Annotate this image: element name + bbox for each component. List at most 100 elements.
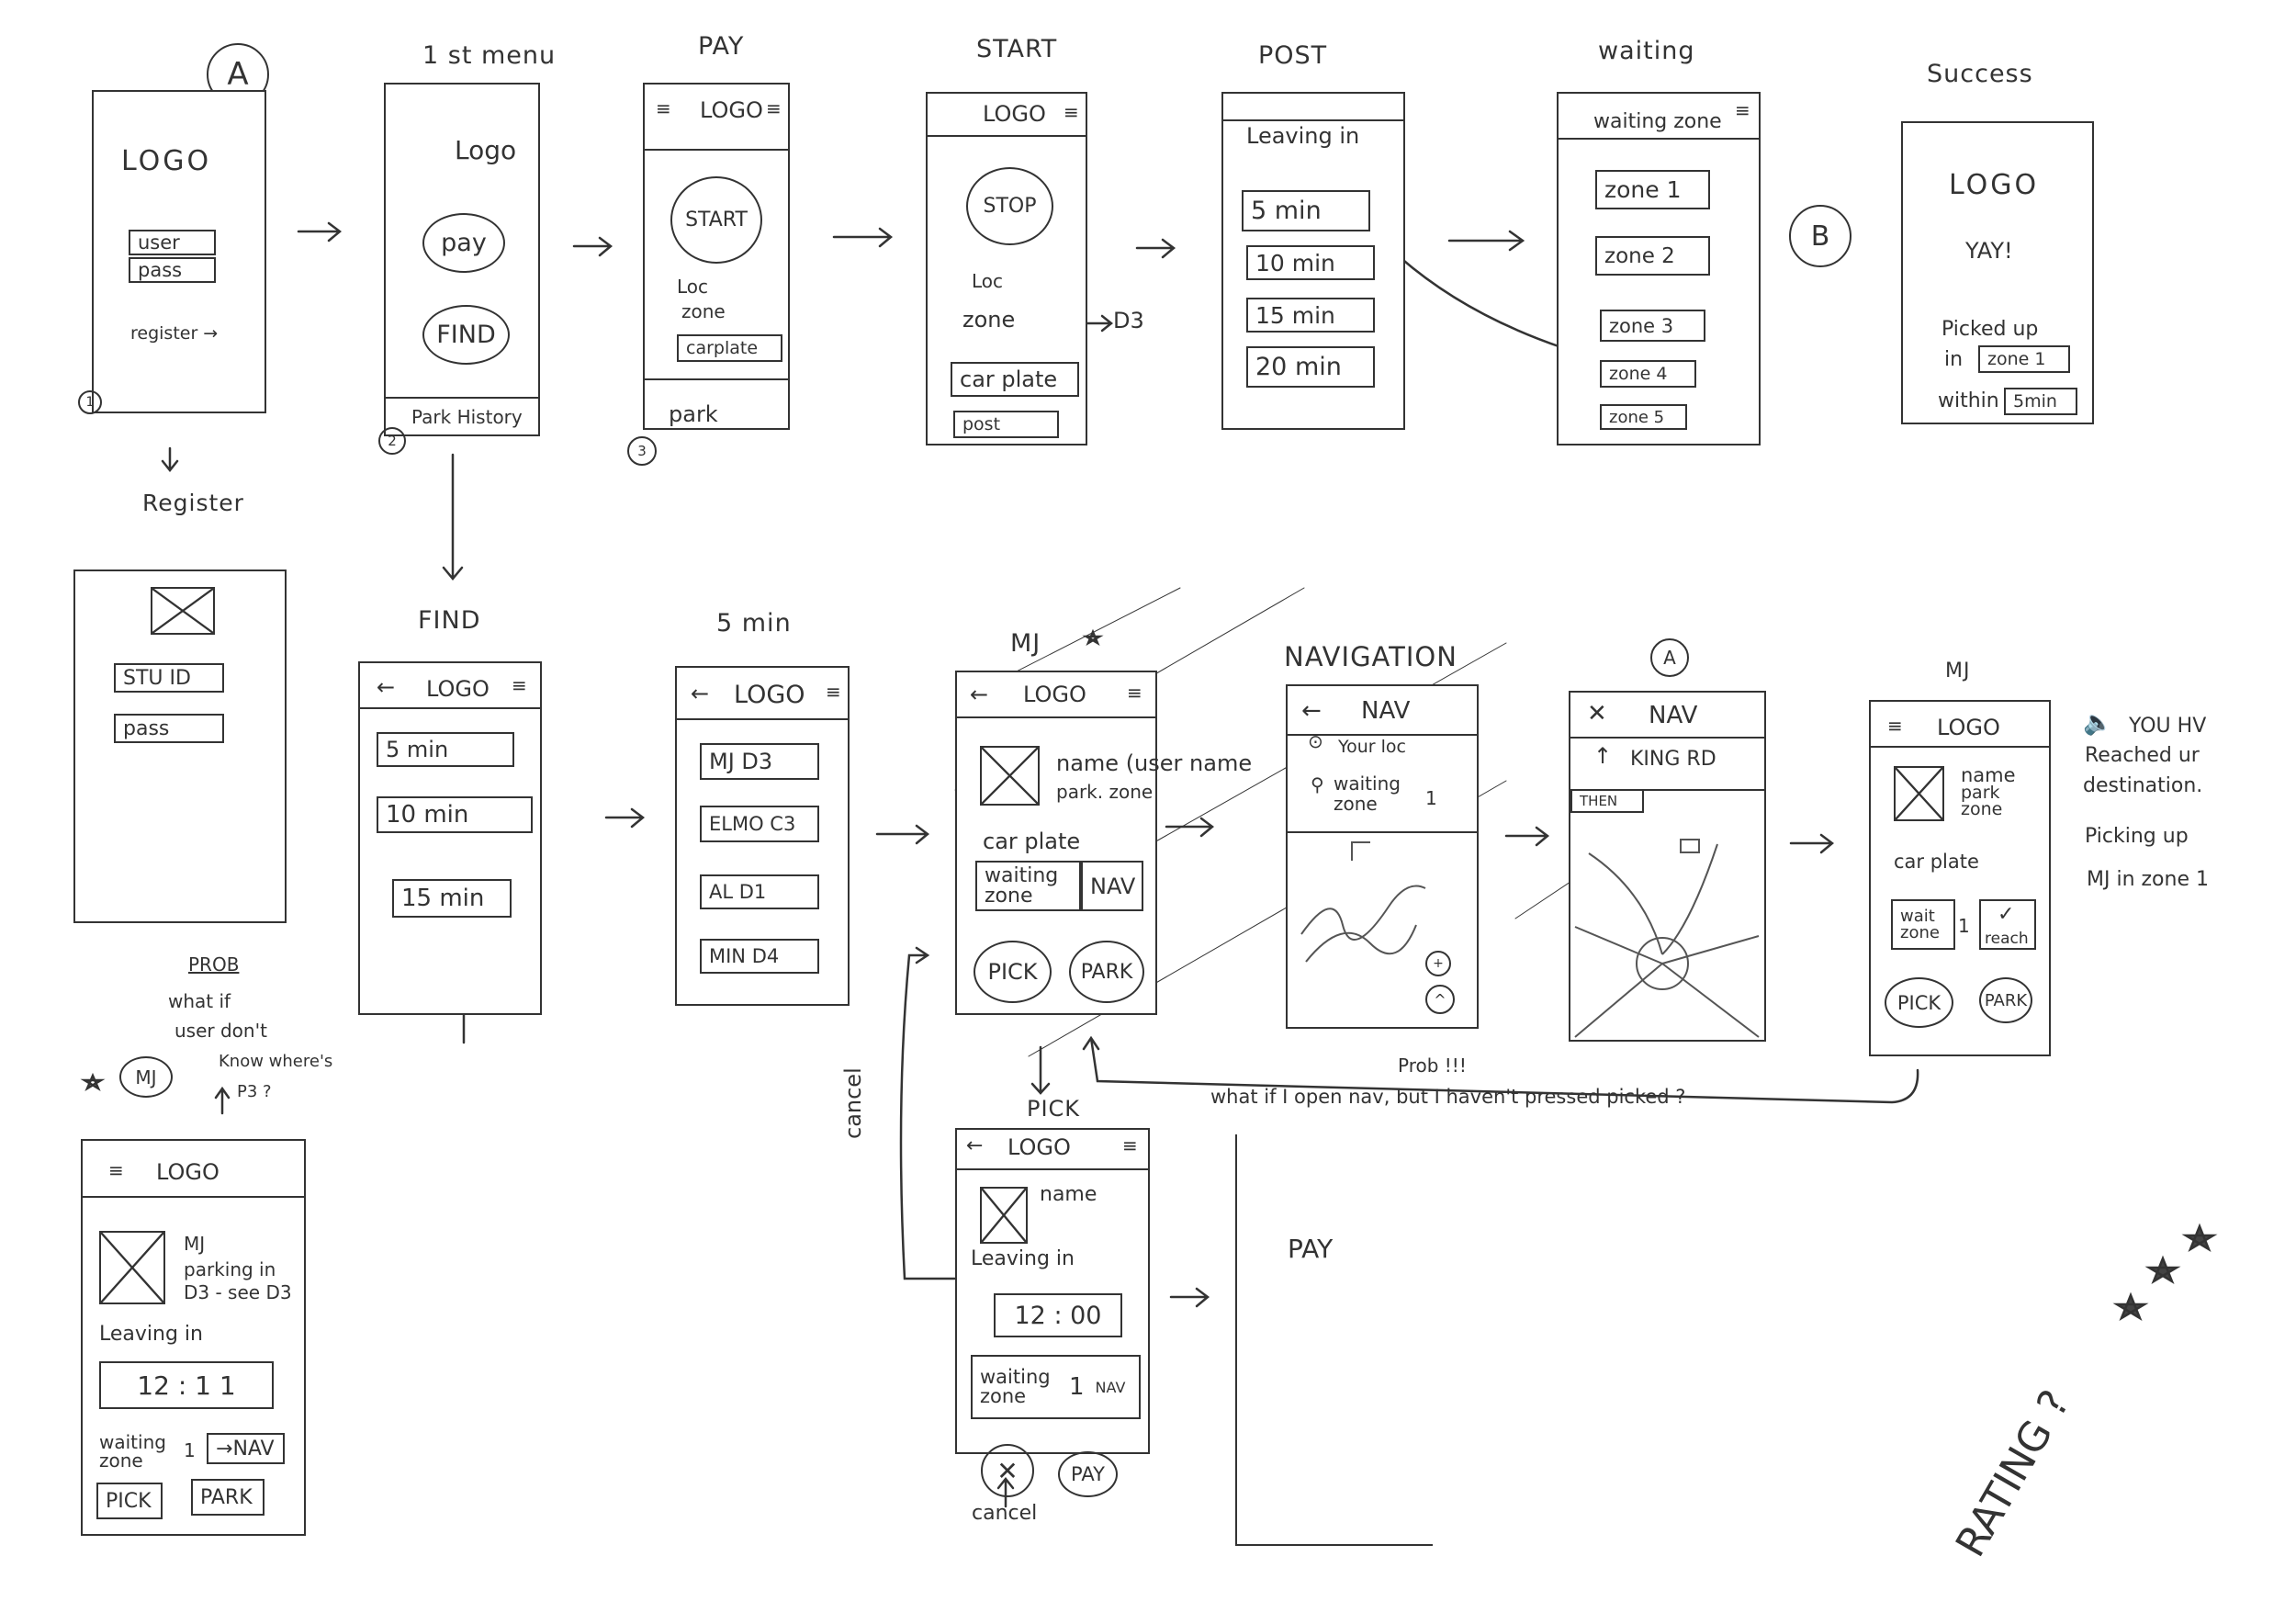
- first-menu-find-button[interactable]: FIND: [422, 305, 510, 365]
- start-logo: LOGO: [983, 101, 1046, 127]
- find-hamburger-icon[interactable]: ≡: [512, 674, 527, 696]
- pay-park-label: park: [669, 401, 718, 427]
- mj3-nav-button[interactable]: →NAV: [207, 1433, 285, 1464]
- mj3-screen: ≡ LOGO MJ parking in D3 - see D3 Leaving…: [81, 1139, 306, 1536]
- success-within-label: within: [1938, 389, 1999, 412]
- mj3-pick-button[interactable]: PICK: [96, 1483, 163, 1519]
- pay-hamburger-icon[interactable]: ≡: [766, 97, 782, 119]
- mj-hamburger-icon[interactable]: ≡: [1127, 682, 1142, 704]
- mj2-logo: LOGO: [1937, 715, 2000, 740]
- waiting-zone-4[interactable]: zone 4: [1600, 360, 1696, 388]
- mj-park-zone-label: park. zone: [1056, 781, 1154, 803]
- pay-start-button[interactable]: START: [670, 176, 762, 264]
- pay-zone-label: zone: [681, 300, 726, 322]
- start-screen: LOGO ≡ STOP Loc zone car plate post: [926, 92, 1087, 445]
- mj-back-icon[interactable]: ←: [970, 682, 989, 707]
- mj2-menu-icon[interactable]: ≡: [1887, 715, 1903, 737]
- login-user-field[interactable]: user: [129, 230, 216, 255]
- mj-nav-button[interactable]: NAV: [1081, 861, 1143, 911]
- first-menu-pay-button[interactable]: pay: [422, 213, 505, 273]
- mj3-park-button[interactable]: PARK: [191, 1479, 264, 1516]
- mj2-wait-zone-box: wait zone: [1891, 899, 1955, 950]
- pay-carplate-field[interactable]: carplate: [677, 334, 782, 362]
- navigation-waiting-num: 1: [1425, 787, 1437, 809]
- nav2-road-label: KING RD: [1630, 748, 1716, 771]
- prob1-mj-circle: MJ: [119, 1056, 173, 1098]
- success-picked-label: Picked up: [1941, 318, 2039, 341]
- waiting-zone-2[interactable]: zone 2: [1595, 236, 1710, 276]
- pick-back-icon[interactable]: ←: [966, 1134, 984, 1157]
- prob1-line-4: P3 ?: [237, 1082, 272, 1101]
- pick-waiting-label: waiting zone: [980, 1366, 1051, 1407]
- find-option-10[interactable]: 10 min: [377, 796, 533, 833]
- pick-cancel-button[interactable]: ✕: [981, 1444, 1034, 1497]
- mj3-line-1: MJ: [184, 1233, 206, 1255]
- navigation-recenter-icon[interactable]: +: [1425, 951, 1451, 976]
- login-screen: LOGO user pass register →: [92, 90, 266, 413]
- start-carplate-field[interactable]: car plate: [951, 362, 1079, 397]
- post-option-10[interactable]: 10 min: [1246, 245, 1375, 280]
- mj2-screen: ≡ LOGO name park zone car plate wait zon…: [1869, 700, 2051, 1056]
- post-option-5[interactable]: 5 min: [1242, 190, 1370, 231]
- waiting-zone-5[interactable]: zone 5: [1600, 404, 1687, 430]
- success-title: Success: [1927, 60, 2033, 88]
- pick-pay-button[interactable]: PAY: [1058, 1451, 1118, 1497]
- login-logo: LOGO: [121, 145, 212, 177]
- mj3-menu-icon[interactable]: ≡: [108, 1159, 124, 1181]
- start-hamburger-icon[interactable]: ≡: [1064, 101, 1079, 123]
- find-back-icon[interactable]: ←: [377, 674, 396, 700]
- tag-b-circle: B: [1789, 205, 1851, 267]
- start-post-button[interactable]: post: [953, 411, 1059, 438]
- find-option-5[interactable]: 5 min: [377, 732, 514, 767]
- mj-title: MJ: [1010, 629, 1041, 658]
- five-min-item-al[interactable]: AL D1: [700, 874, 819, 909]
- mj3-leaving-label: Leaving in: [99, 1323, 203, 1346]
- mj2-pick-button[interactable]: PICK: [1885, 977, 1953, 1028]
- post-option-20[interactable]: 20 min: [1246, 346, 1375, 388]
- start-stop-button[interactable]: STOP: [966, 167, 1053, 245]
- login-pass-field[interactable]: pass: [129, 257, 216, 283]
- reached-note-3: destination.: [2083, 774, 2203, 797]
- navigation-waiting-label: waiting zone: [1334, 773, 1401, 815]
- nav2-screen: ✕ NAV ↑ KING RD THEN: [1569, 691, 1766, 1042]
- waiting-hamburger-icon[interactable]: ≡: [1735, 99, 1750, 121]
- navigation-back-icon[interactable]: ←: [1301, 697, 1322, 725]
- pay-menu-icon[interactable]: ≡: [656, 97, 671, 119]
- pick-name-label: name: [1040, 1183, 1097, 1206]
- success-screen: LOGO YAY! Picked up in zone 1 within 5mi…: [1901, 121, 2094, 424]
- find-option-15[interactable]: 15 min: [392, 879, 512, 918]
- mj3-waiting-label: waiting zone: [99, 1431, 166, 1472]
- five-min-hamburger-icon[interactable]: ≡: [826, 681, 841, 703]
- five-min-item-elmo[interactable]: ELMO C3: [700, 806, 819, 842]
- five-min-back-icon[interactable]: ←: [691, 681, 710, 706]
- mj-park-button[interactable]: PARK: [1069, 941, 1144, 1003]
- navigation-expand-icon[interactable]: ^: [1425, 985, 1455, 1014]
- mj-pick-button[interactable]: PICK: [974, 941, 1052, 1003]
- pick-hamburger-icon[interactable]: ≡: [1122, 1134, 1138, 1156]
- register-id-field[interactable]: STU ID: [114, 663, 224, 693]
- pick-nav-label[interactable]: NAV: [1095, 1378, 1126, 1396]
- waiting-zone-1[interactable]: zone 1: [1595, 170, 1710, 209]
- login-register-link[interactable]: register →: [130, 323, 219, 344]
- pay2-screen: PAY: [1235, 1134, 1433, 1546]
- mj2-park-button[interactable]: PARK: [1979, 977, 2032, 1023]
- pay2-title: PAY: [1288, 1234, 1334, 1264]
- five-min-item-min[interactable]: MIN D4: [700, 939, 819, 974]
- success-logo: LOGO: [1949, 169, 2040, 201]
- nav2-close-icon[interactable]: ✕: [1587, 700, 1607, 727]
- register-pass-field[interactable]: pass: [114, 714, 224, 743]
- five-min-item-mj[interactable]: MJ D3: [700, 743, 819, 780]
- speaker-icon: 🔈: [2083, 709, 2113, 737]
- mj-logo: LOGO: [1023, 682, 1086, 707]
- find-screen: ← LOGO ≡ 5 min 10 min 15 min: [358, 661, 542, 1015]
- waiting-zone-3[interactable]: zone 3: [1600, 310, 1705, 342]
- post-option-15[interactable]: 15 min: [1246, 298, 1375, 333]
- pick-screen: ← LOGO ≡ name Leaving in 12 : 00 waiting…: [955, 1128, 1150, 1454]
- mj3-logo: LOGO: [156, 1159, 219, 1185]
- post-leaving-label: Leaving in: [1246, 123, 1360, 149]
- mj2-reach-check-icon: ✓: [1998, 903, 2015, 926]
- mj2-reach-button[interactable]: ✓reach: [1979, 899, 2036, 950]
- first-menu-history-button[interactable]: Park History: [386, 397, 538, 435]
- pick-cancel-label: cancel: [972, 1502, 1038, 1525]
- navigation-your-loc-icon: ⊙: [1308, 730, 1323, 752]
